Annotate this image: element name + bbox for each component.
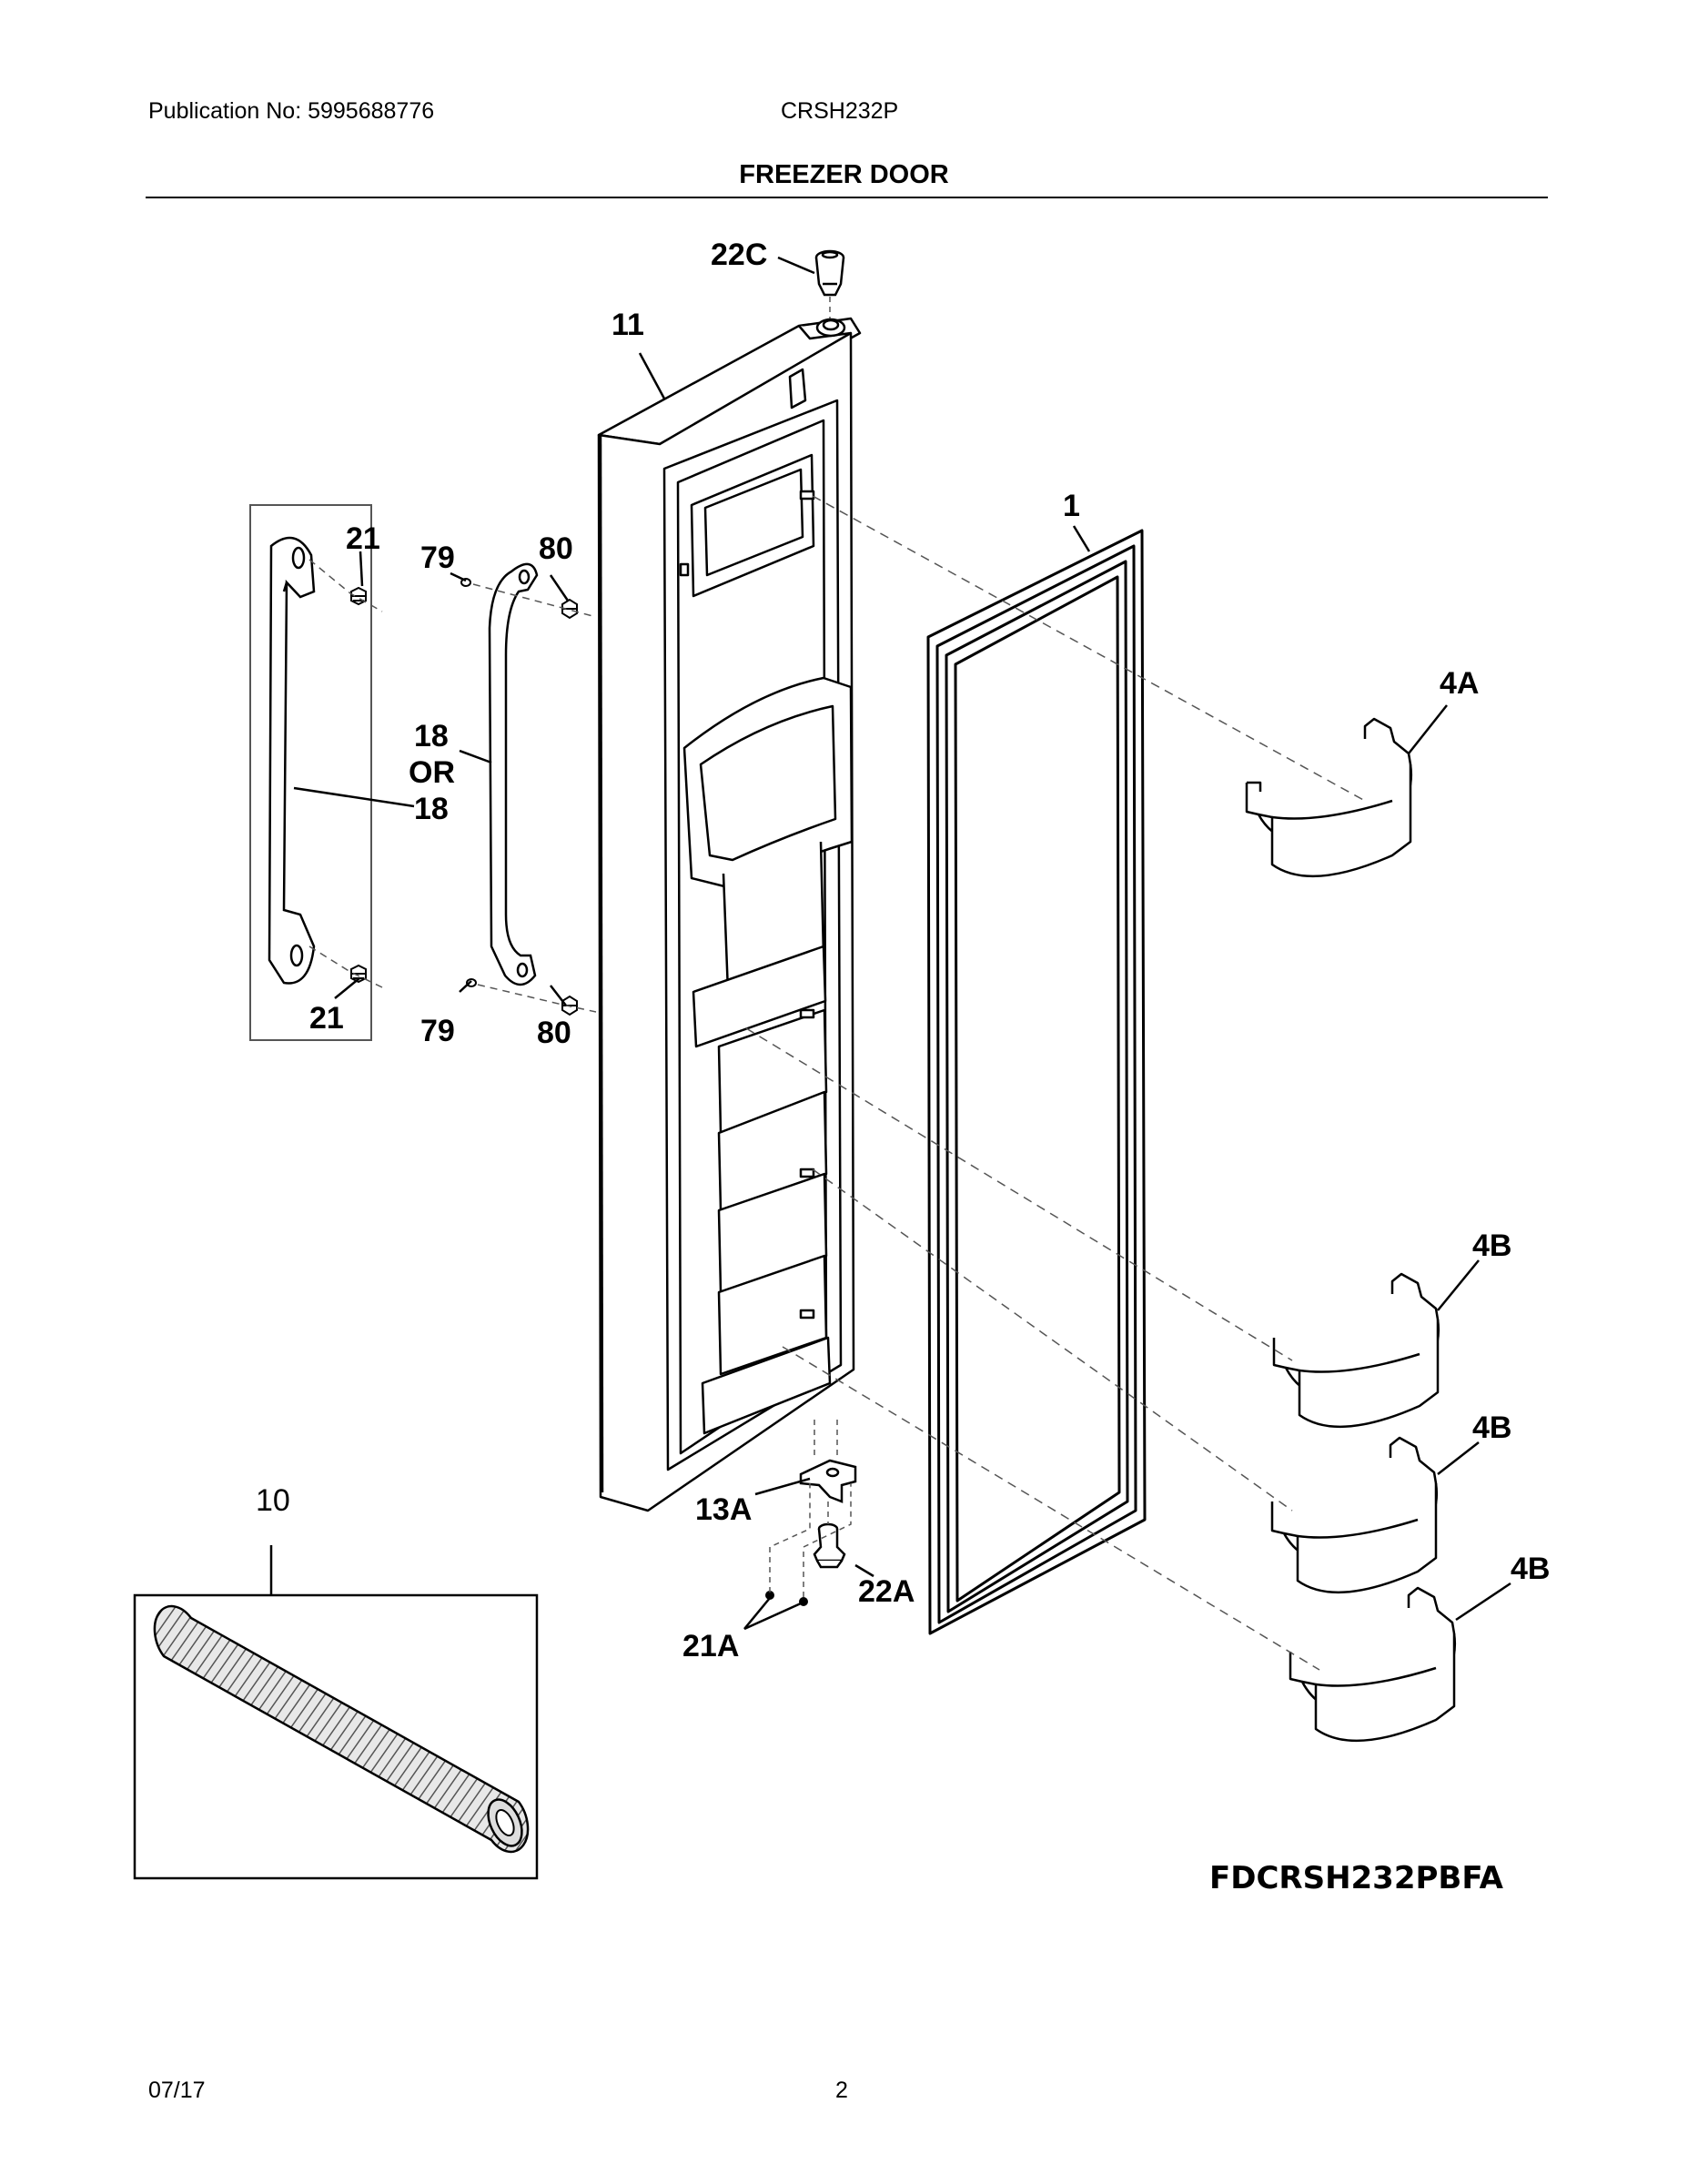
callout-13a: 13A <box>695 1492 752 1527</box>
header-rule <box>146 197 1548 198</box>
freezer-door-panel <box>597 317 862 1512</box>
leader-lines <box>269 256 1511 1631</box>
publication-date: 07/17 <box>148 2078 206 2103</box>
callout-4b-3: 4B <box>1511 1552 1550 1586</box>
callout-4b-1: 4B <box>1472 1228 1511 1263</box>
callout-4b-2: 4B <box>1472 1410 1511 1445</box>
callout-22a: 22A <box>858 1574 915 1609</box>
door-gasket <box>926 529 1147 1635</box>
callout-18-or: OR <box>409 755 455 790</box>
hinge-bushing-22c <box>814 249 845 297</box>
bin-alignment-lines <box>745 495 1366 1671</box>
callout-21-top: 21 <box>346 521 380 556</box>
door-bin-4b-2 <box>1270 1436 1438 1594</box>
handle-option-box <box>249 504 372 1041</box>
handle-left <box>268 536 316 985</box>
callout-1: 1 <box>1063 489 1080 523</box>
handle-alignment-lines <box>308 559 597 1013</box>
tube-detail-box <box>133 1593 539 1880</box>
callout-4a: 4A <box>1440 666 1479 701</box>
model-number: CRSH232P <box>781 98 899 124</box>
hinge-pin-22a <box>813 1522 846 1569</box>
callout-79-bottom: 79 <box>420 1014 455 1048</box>
screw-21a-right <box>799 1597 808 1606</box>
screw-21-top <box>350 586 367 606</box>
screw-21a-left <box>765 1591 774 1600</box>
callout-22c: 22C <box>711 238 767 272</box>
callout-21-bottom: 21 <box>309 1001 344 1036</box>
diagram-code: FDCRSH232PBFA <box>1209 1860 1504 1896</box>
door-bin-4b-1 <box>1272 1272 1440 1429</box>
tube-10 <box>153 1604 530 1854</box>
section-title: FREEZER DOOR <box>739 160 949 189</box>
door-bin-4a <box>1245 717 1412 878</box>
callout-18: 18 <box>414 719 449 753</box>
callout-21a: 21A <box>682 1629 739 1663</box>
handle-right <box>488 562 539 986</box>
lower-hinge-alignment-lines <box>769 1420 852 1597</box>
callout-11: 11 <box>612 308 644 342</box>
callout-80-top: 80 <box>539 531 573 566</box>
callout-10: 10 <box>256 1483 290 1518</box>
publication-number: Publication No: 5995688776 <box>148 98 435 124</box>
page-number: 2 <box>835 2078 848 2103</box>
hinge-bracket-13a <box>799 1459 857 1503</box>
callout-18-alt: 18 <box>414 792 449 826</box>
callout-79-top: 79 <box>420 541 455 575</box>
door-bin-4b-3 <box>1289 1586 1456 1743</box>
callout-80-bottom: 80 <box>537 1016 571 1050</box>
